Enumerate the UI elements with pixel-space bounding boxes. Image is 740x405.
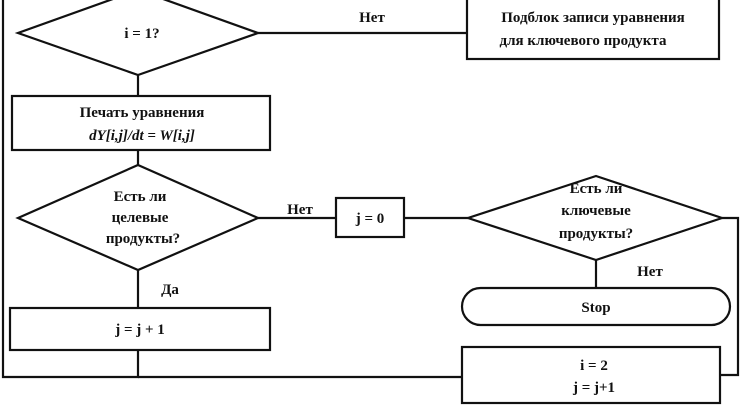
terminator-stop-label: Stop [581, 300, 610, 316]
decision-i-equals-1-shape [14, 0, 262, 77]
process-subblock-shape [465, 0, 721, 61]
edge-label-key-no: Нет [637, 264, 663, 280]
process-increment-j: j = j + 1 [8, 306, 272, 352]
decision-key-products: Есть ли ключевые продукты? [464, 174, 726, 262]
decision-target-products-line2: целевые [112, 210, 169, 226]
decision-i-equals-1: i = 1? [14, 0, 262, 77]
process-set-i-two: i = 2 j = j+1 [460, 345, 722, 405]
process-increment-j-shape [8, 306, 272, 352]
process-set-j-zero-label: j = 0 [355, 211, 385, 227]
decision-i-equals-1-label: i = 1? [124, 26, 159, 42]
connectors [1, 0, 740, 379]
process-set-i-two-line2: j = j+1 [572, 380, 615, 396]
loop-left-line [1, 0, 140, 379]
process-set-j-zero: j = 0 [334, 196, 406, 239]
edge-label-target-no: Нет [287, 202, 313, 218]
decision-target-products-shape [15, 163, 261, 272]
decision-key-products-shape [464, 174, 726, 262]
process-print-equation-line1: Печать уравнения [80, 105, 205, 121]
process-increment-j-label: j = j + 1 [114, 322, 165, 338]
edge-label-target-yes: Да [161, 282, 179, 298]
process-print-equation: Печать уравнения dY[i,j]/dt = W[i,j] [10, 94, 272, 152]
decision-key-products-line2: ключевые [561, 203, 631, 219]
process-print-equation-shape [10, 94, 272, 152]
terminator-stop: Stop [460, 286, 732, 327]
terminator-stop-shape [460, 286, 732, 327]
process-subblock-line2: для ключевого продукта [500, 33, 667, 49]
decision-target-products-line1: Есть ли [114, 189, 167, 205]
decision-target-products-line3: продукты? [106, 231, 180, 247]
decision-key-products-line1: Есть ли [570, 181, 623, 197]
decision-target-products: Есть ли целевые продукты? [15, 163, 261, 272]
process-set-i-two-shape [460, 345, 722, 405]
process-print-equation-line2: dY[i,j]/dt = W[i,j] [89, 128, 195, 144]
edge-label-i1-no: Нет [359, 10, 385, 26]
process-subblock: Подблок записи уравнения для ключевого п… [465, 0, 721, 61]
process-set-j-zero-shape [334, 196, 406, 239]
decision-key-products-line3: продукты? [559, 226, 633, 242]
process-subblock-line1: Подблок записи уравнения [501, 10, 685, 26]
process-set-i-two-line1: i = 2 [580, 358, 608, 374]
edge-key-right-line [720, 216, 740, 377]
